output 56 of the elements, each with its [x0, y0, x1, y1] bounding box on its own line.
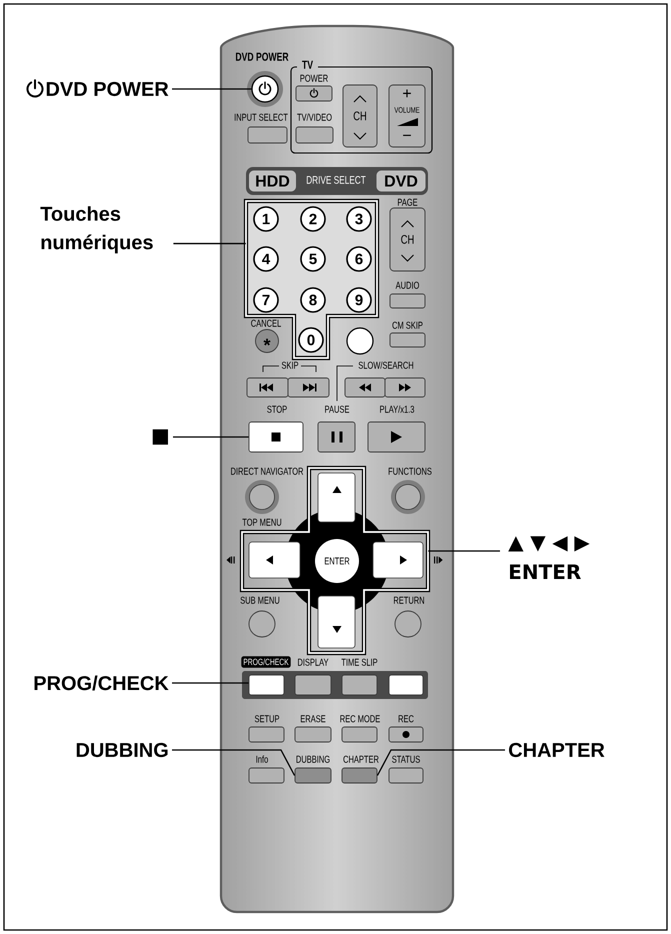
number-button: 3 [346, 206, 372, 232]
rocker-button: CH [390, 208, 426, 272]
button [342, 768, 378, 784]
leader-line [172, 749, 296, 776]
button-label: DVD POWER [236, 52, 288, 61]
button-label: CM SKIP [392, 322, 423, 329]
leader-line [376, 749, 505, 776]
button [388, 674, 424, 696]
leader-line [172, 682, 249, 684]
rocker-button: + VOLUME − [388, 84, 426, 148]
enter-button: ENTER [315, 539, 359, 583]
button-label: CHAPTER [343, 756, 379, 763]
leader-line [173, 436, 249, 438]
number-button: 9 [346, 287, 372, 313]
button-label: TOP MENU [242, 518, 282, 526]
button-label: AUDIO [396, 282, 419, 289]
callout-label: DVD POWER [46, 82, 168, 96]
button-label: PLAY/x1.3 [380, 405, 414, 413]
leader-line [173, 242, 246, 244]
callout-label: ▲ ▼ ◀ ▶ ENTER [508, 536, 590, 580]
group-label: TV [302, 60, 313, 69]
button-label: DUBBING [296, 756, 330, 763]
callout-label: CHAPTER [509, 742, 604, 758]
stop-button [248, 422, 304, 452]
callout-label: ■ [152, 429, 168, 445]
button-label: PAGE [398, 198, 418, 206]
button-label: TV/VIDEO [297, 113, 332, 121]
button-label: PAUSE [325, 406, 350, 413]
button-label: CANCEL [251, 320, 281, 327]
callout-label: Touches numériques [40, 206, 153, 254]
button-label: ERASE [300, 715, 326, 722]
button-label: TIME SLIP [342, 658, 378, 666]
button-label: SLOW/SEARCH [358, 361, 414, 369]
button-label: SUB MENU [240, 596, 280, 604]
button-label: REC [398, 715, 414, 722]
number-button: 0 [298, 327, 324, 353]
power-button [247, 71, 283, 107]
leader-line [428, 550, 500, 552]
rocker-button: CH [342, 84, 378, 148]
number-button: 6 [346, 246, 372, 272]
selector-button: DVD [376, 170, 426, 192]
selector-button: HDD [249, 170, 296, 192]
leader-line [172, 88, 252, 90]
callout-label: DUBBING [76, 742, 168, 758]
number-button: 7 [253, 287, 279, 313]
button [248, 674, 284, 696]
button [294, 768, 332, 784]
button-label: RETURN [394, 596, 424, 604]
button-label: DISPLAY [298, 658, 328, 666]
round-button: * [255, 329, 279, 353]
callout-label: PROG/CHECK [34, 676, 169, 690]
button-label: STOP [267, 406, 287, 413]
number-button: 4 [253, 246, 279, 272]
number-button: 1 [253, 206, 279, 232]
button-label: FUNCTIONS [388, 468, 432, 475]
button-label: DIRECT NAVIGATOR [231, 468, 304, 475]
